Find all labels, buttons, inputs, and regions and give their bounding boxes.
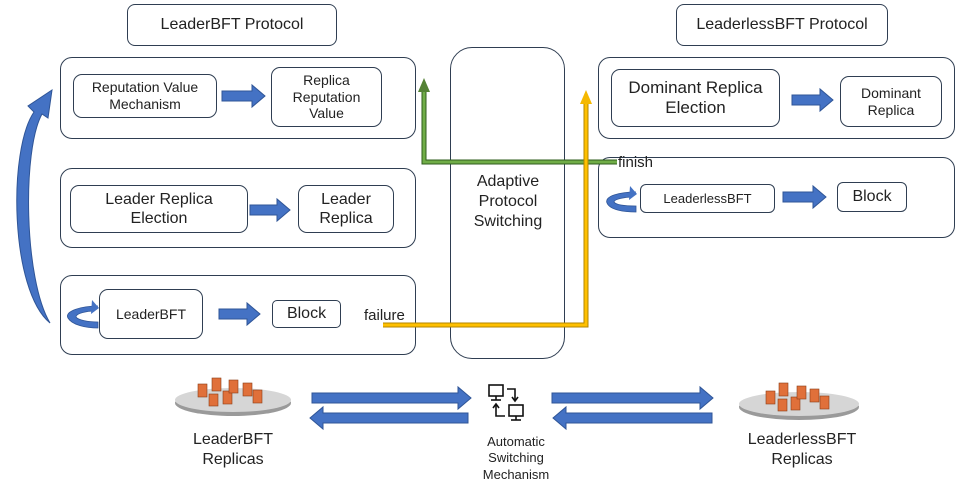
leader-block-box: Block	[272, 300, 341, 328]
leader-election-box: Leader Replica Election	[70, 185, 248, 233]
arrow-to-leaderless-top-right	[551, 385, 714, 411]
arrow-leaderlessbft-to-block	[782, 184, 827, 210]
failure-connector	[383, 90, 592, 328]
failure-label: failure	[364, 307, 405, 324]
automatic-switching-label: Automatic Switching Mechanism	[482, 434, 550, 482]
reputation-mechanism-box: Reputation Value Mechanism	[73, 74, 217, 118]
feedback-curved-arrow	[16, 88, 53, 324]
arrow-to-switch-top-left	[311, 385, 472, 411]
leaderlessbft-protocol-title: LeaderlessBFT Protocol	[676, 4, 888, 46]
leaderlessbft-replicas-cluster-icon	[739, 382, 859, 420]
leaderbft-protocol-title: LeaderBFT Protocol	[127, 4, 337, 46]
replica-reputation-box: Replica Reputation Value	[271, 67, 382, 127]
arrow-reputation-to-value	[221, 83, 266, 109]
finish-connector	[418, 78, 617, 165]
switch-icon	[488, 384, 524, 421]
leaderbft-replicas-cluster-icon	[175, 377, 291, 416]
leaderbft-box: LeaderBFT	[99, 289, 203, 339]
leaderlessbft-replicas-label: LeaderlessBFT Replicas	[747, 431, 857, 468]
finish-label: finish	[618, 154, 654, 171]
arrow-leaderbft-to-block	[218, 301, 261, 327]
leaderbft-replicas-label: LeaderBFT Replicas	[192, 431, 274, 468]
arrow-dominant-election-to-replica	[791, 87, 834, 113]
dominant-election-box: Dominant Replica Election	[611, 69, 780, 127]
leaderlessbft-box: LeaderlessBFT	[640, 184, 775, 213]
dominant-replica-box: Dominant Replica	[840, 76, 942, 127]
arrow-from-switch-bottom-left	[309, 405, 469, 431]
leaderless-block-box: Block	[837, 182, 907, 212]
adaptive-switching-panel	[450, 47, 565, 359]
leaderbft-loop-icon	[67, 300, 99, 329]
arrow-election-to-leader	[249, 197, 291, 223]
leaderlessbft-loop-icon	[606, 186, 637, 213]
leader-replica-box: Leader Replica	[298, 185, 394, 233]
arrow-from-leaderless-bottom-right	[552, 405, 713, 431]
adaptive-switching-label: Adaptive Protocol Switching	[473, 173, 543, 230]
